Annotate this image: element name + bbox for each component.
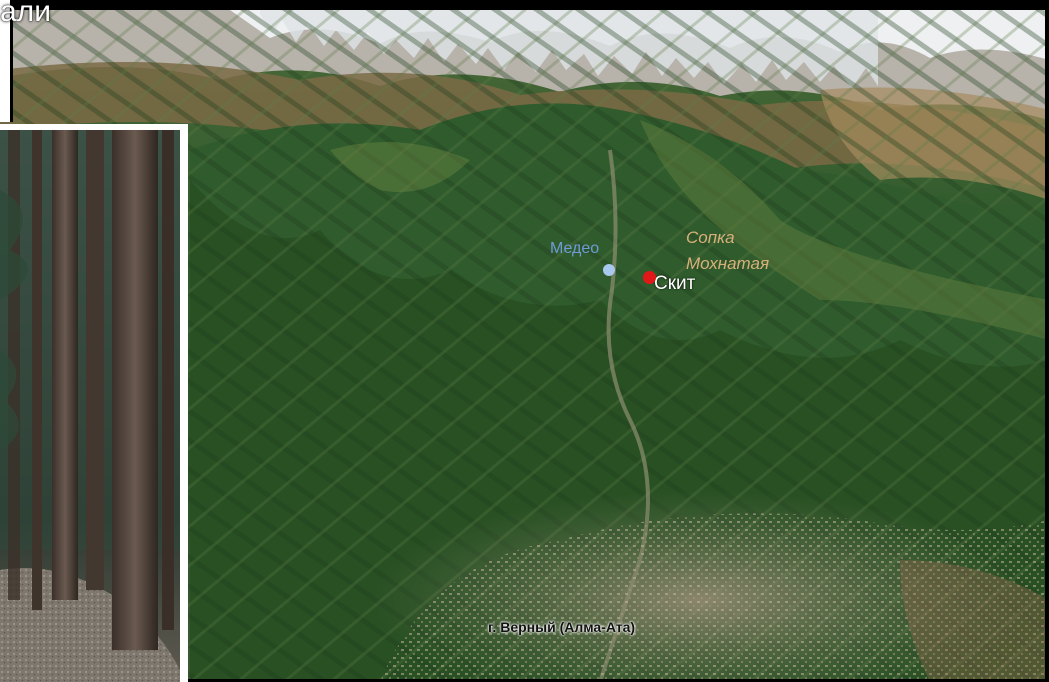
title-panel-edge xyxy=(0,0,13,122)
label-sopka-line1: Сопка xyxy=(686,228,735,247)
frame-top xyxy=(0,0,1049,10)
frame-bottom xyxy=(0,679,1049,682)
label-city: г. Верный (Алма-Ата) xyxy=(488,619,636,635)
frame-right xyxy=(1045,0,1049,682)
marker-skit[interactable] xyxy=(643,271,656,284)
label-medeo: Медео xyxy=(550,240,600,257)
forest-photo xyxy=(0,130,180,682)
label-sopka-line2: Мохнатая xyxy=(686,254,770,273)
forest-photo-inset xyxy=(0,124,188,682)
page-title: али xyxy=(0,0,51,28)
label-skit: Скит xyxy=(654,273,696,294)
marker-medeo[interactable] xyxy=(603,264,615,276)
